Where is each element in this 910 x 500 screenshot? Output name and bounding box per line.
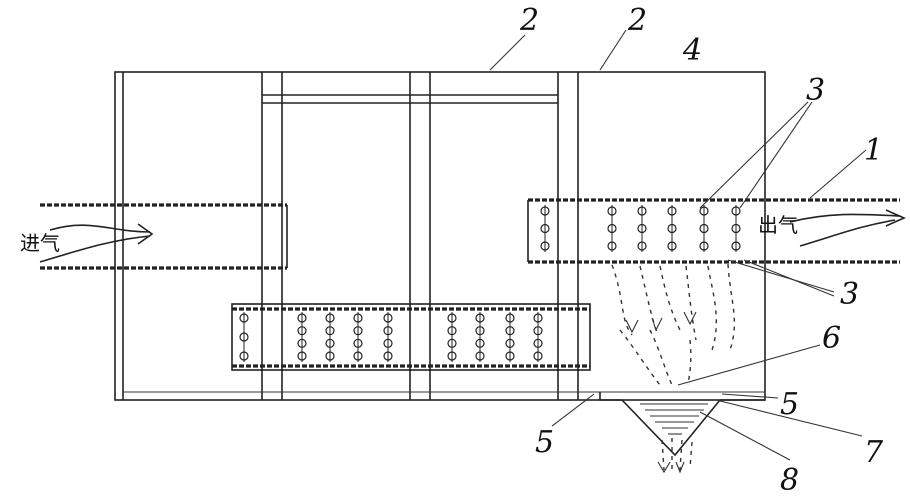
perforation-hole xyxy=(447,351,457,361)
perforation-hole xyxy=(383,313,393,323)
perforation-hole xyxy=(533,313,543,323)
outlet-tube-holes xyxy=(540,205,741,252)
perforation-hole xyxy=(239,313,249,323)
callout-3-right: 3 xyxy=(840,277,859,312)
perforation-hole xyxy=(383,351,393,361)
perforation-hole xyxy=(540,241,550,251)
perforation-hole xyxy=(475,326,485,336)
callout-4: 4 xyxy=(682,33,702,68)
callout-2a: 2 xyxy=(519,3,539,38)
perforation-hole xyxy=(607,223,617,234)
callout-5-right: 5 xyxy=(780,387,799,422)
perforation-hole xyxy=(353,338,363,348)
perforation-hole xyxy=(699,241,709,251)
leader-lines xyxy=(489,29,867,461)
perforation-hole xyxy=(505,338,515,348)
perforation-hole xyxy=(731,241,741,251)
hopper xyxy=(599,392,765,474)
perforation-hole xyxy=(533,326,543,336)
perforation-hole xyxy=(667,223,677,234)
perforation-hole xyxy=(505,326,515,336)
perforation-hole xyxy=(297,326,307,336)
perforation-hole xyxy=(533,338,543,348)
perforation-hole xyxy=(297,351,307,361)
bottom-perforated-tube xyxy=(231,303,591,371)
outlet-pipe xyxy=(527,198,906,264)
callout-5-left: 5 xyxy=(535,425,554,460)
perforation-hole xyxy=(637,206,647,216)
perforation-hole xyxy=(353,326,363,336)
perforation-hole xyxy=(325,351,335,361)
perforation-hole xyxy=(637,241,647,251)
oil-mist-droplets xyxy=(611,263,736,386)
callout-7: 7 xyxy=(864,435,884,470)
perforation-hole xyxy=(297,313,307,323)
perforation-hole xyxy=(667,206,677,216)
perforation-hole xyxy=(239,332,249,342)
perforation-hole xyxy=(731,206,741,216)
inlet-label: 进气 xyxy=(20,231,60,255)
perforation-hole xyxy=(731,223,741,234)
perforation-hole xyxy=(540,206,550,216)
callout-8: 8 xyxy=(780,463,799,498)
perforation-hole xyxy=(383,326,393,336)
callout-2b: 2 xyxy=(627,3,647,38)
outlet-label: 出气 xyxy=(758,213,798,237)
perforation-hole xyxy=(475,313,485,323)
perforation-hole xyxy=(699,206,709,216)
perforation-hole xyxy=(667,241,677,251)
perforation-hole xyxy=(505,313,515,323)
perforation-hole xyxy=(540,223,550,234)
perforation-hole xyxy=(475,351,485,361)
perforation-hole xyxy=(325,326,335,336)
perforation-hole xyxy=(607,241,617,251)
perforation-hole xyxy=(447,326,457,336)
perforation-hole xyxy=(383,338,393,348)
inlet-pipe xyxy=(39,203,288,270)
housing xyxy=(114,71,766,401)
perforation-hole xyxy=(699,223,709,234)
perforation-hole xyxy=(325,338,335,348)
perforation-hole xyxy=(447,313,457,323)
callout-6: 6 xyxy=(822,321,841,356)
perforation-hole xyxy=(505,351,515,361)
perforation-hole xyxy=(475,338,485,348)
bottom-tube-holes xyxy=(239,312,543,362)
perforation-hole xyxy=(533,351,543,361)
perforation-hole xyxy=(353,351,363,361)
perforation-hole xyxy=(353,313,363,323)
callout-3-top: 3 xyxy=(806,73,825,108)
perforation-hole xyxy=(447,338,457,348)
callout-1: 1 xyxy=(864,133,883,168)
perforation-hole xyxy=(637,223,647,234)
perforation-hole xyxy=(239,351,249,361)
perforation-hole xyxy=(607,206,617,216)
perforation-hole xyxy=(297,338,307,348)
perforation-hole xyxy=(325,313,335,323)
